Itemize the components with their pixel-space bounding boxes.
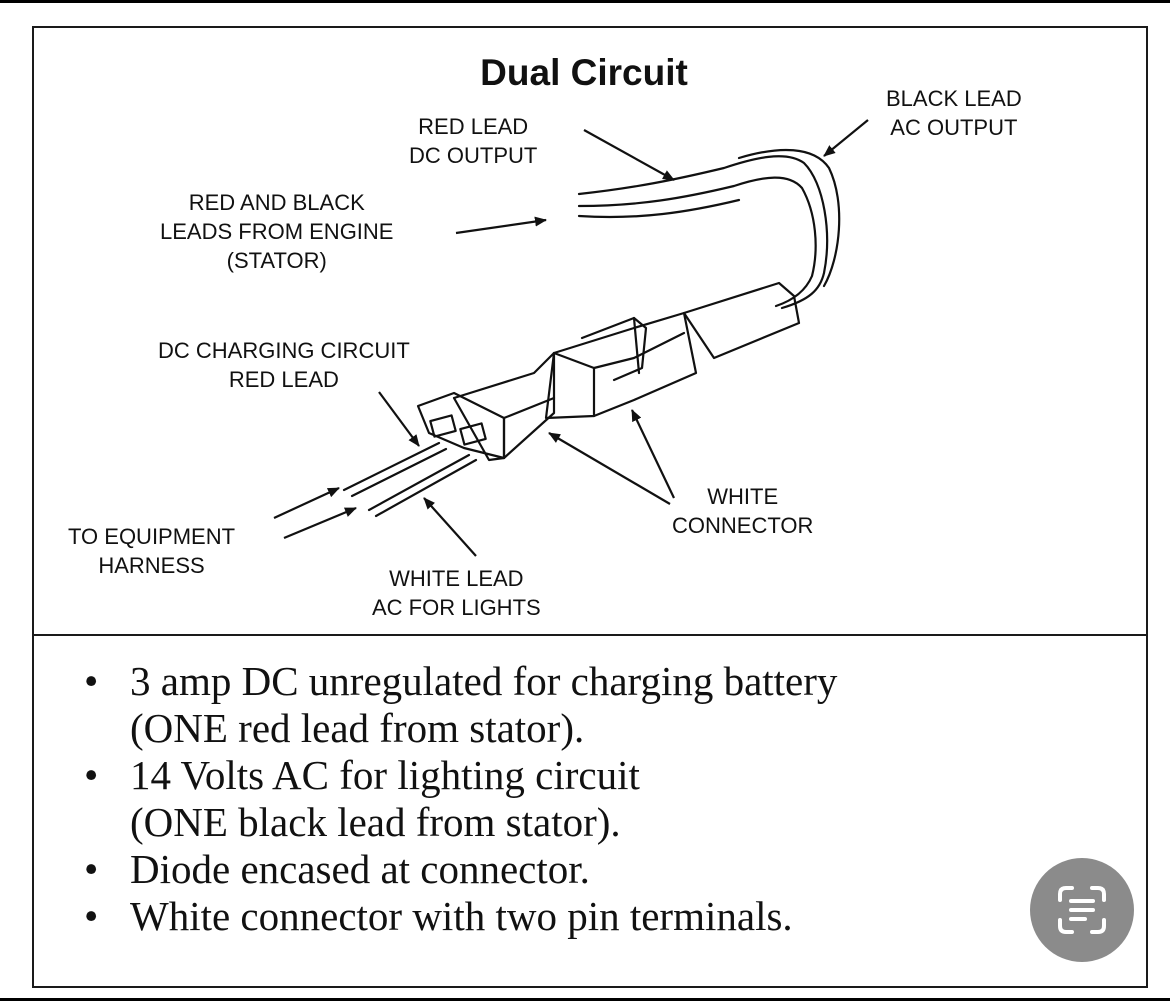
top-rule	[0, 0, 1170, 3]
bullet-dot: •	[84, 893, 99, 939]
bullet-dot: •	[84, 846, 99, 892]
bullet-dot: •	[84, 658, 99, 704]
label-dc-charging: DC CHARGING CIRCUIT RED LEAD	[158, 338, 410, 392]
engine-lead-top	[577, 198, 741, 219]
connector-front	[452, 351, 556, 462]
bottom-rule	[0, 998, 1170, 1001]
red-output-lead-1	[342, 441, 441, 492]
arrow-black-lead-ac	[823, 119, 869, 157]
note-item: • White connector with two pin terminals…	[84, 893, 793, 939]
label-engine-leads: RED AND BLACK LEADS FROM ENGINE (STATOR)	[160, 190, 394, 273]
diagram-frame: Dual Circuit RED LEAD DC OUTPUT BLACK LE…	[32, 26, 1148, 988]
arrow-white-connector-2	[631, 409, 675, 499]
label-white-connector: WHITE CONNECTOR	[672, 484, 814, 538]
note-item: • 3 amp DC unregulated for charging batt…	[84, 658, 838, 751]
heat-shrink-tube	[682, 281, 801, 360]
arrow-white-lead	[423, 497, 477, 557]
wiring-illustration	[273, 119, 869, 557]
notes-list: • 3 amp DC unregulated for charging batt…	[84, 658, 1084, 940]
label-black-lead-ac: BLACK LEAD AC OUTPUT	[886, 86, 1022, 140]
arrow-dc-charging	[378, 391, 420, 447]
arrow-red-lead-dc	[583, 129, 675, 181]
bullet-dot: •	[84, 752, 99, 798]
arrow-equipment-2	[283, 506, 357, 540]
label-white-lead: WHITE LEAD AC FOR LIGHTS	[372, 566, 541, 620]
text-scan-button[interactable]	[1030, 858, 1134, 962]
arrow-engine-leads	[455, 216, 547, 235]
label-red-lead-dc: RED LEAD DC OUTPUT	[409, 114, 538, 168]
note-item: • 14 Volts AC for lighting circuit (ONE …	[84, 752, 640, 845]
engine-lead-upper	[577, 155, 829, 310]
red-output-lead-2	[350, 447, 448, 498]
section-divider	[34, 634, 1146, 636]
label-to-equipment: TO EQUIPMENT HARNESS	[68, 524, 236, 578]
connector-latch	[580, 316, 648, 382]
black-lead-wire	[737, 148, 841, 288]
note-item: • Diode encased at connector.	[84, 846, 590, 892]
white-output-lead-2	[374, 458, 478, 518]
arrow-equipment-1	[273, 487, 340, 519]
connector-face	[416, 391, 506, 460]
white-output-lead-1	[367, 453, 471, 512]
diagram-title: Dual Circuit	[480, 52, 688, 93]
text-scan-icon	[1058, 886, 1106, 934]
arrow-white-connector-1	[548, 432, 671, 505]
connector-rear	[544, 311, 698, 420]
engine-lead-lower	[577, 176, 817, 308]
